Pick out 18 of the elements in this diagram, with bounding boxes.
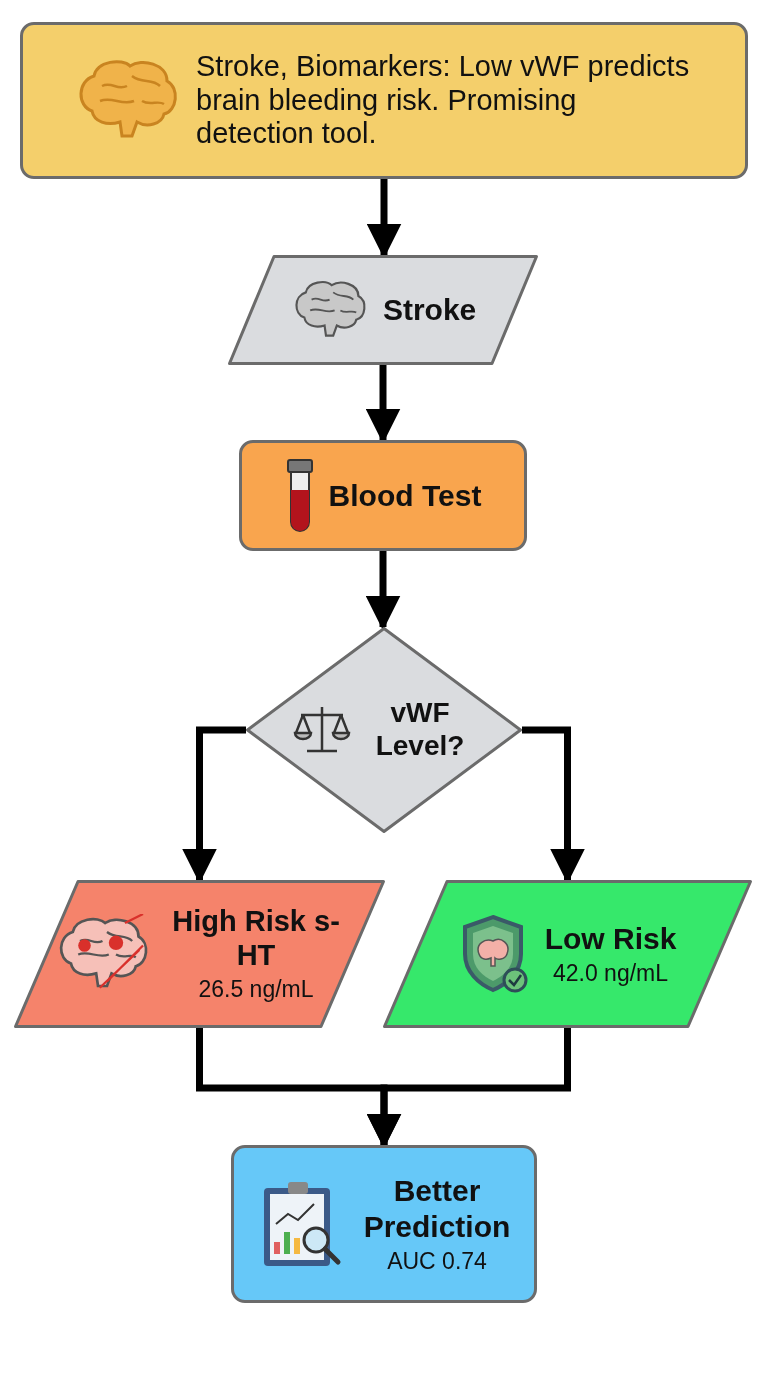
output-parallelogram (383, 880, 752, 1028)
node-title: High Risk s-HT (171, 904, 341, 973)
node-value: AUC 0.74 (387, 1247, 487, 1275)
summary-box (20, 22, 748, 179)
output-parallelogram (14, 880, 385, 1028)
process-box (239, 440, 527, 551)
process-box (231, 1145, 537, 1303)
node-title: Low Risk (544, 920, 677, 957)
node-title: Blood Test (328, 477, 482, 514)
decision-diamond (246, 627, 522, 833)
node-title: vWF Level? (374, 697, 466, 763)
node-title: Stroke, Biomarkers: Low vWF predicts brain bleeding risk. Promising detection tool. (196, 49, 691, 152)
node-value: 26.5 ng/mL (198, 976, 314, 1004)
node-title: Better Prediction (363, 1173, 511, 1244)
input-parallelogram (228, 255, 538, 365)
node-value: 42.0 ng/mL (552, 960, 669, 988)
arrow (365, 551, 401, 631)
node-title: Stroke (382, 292, 477, 328)
